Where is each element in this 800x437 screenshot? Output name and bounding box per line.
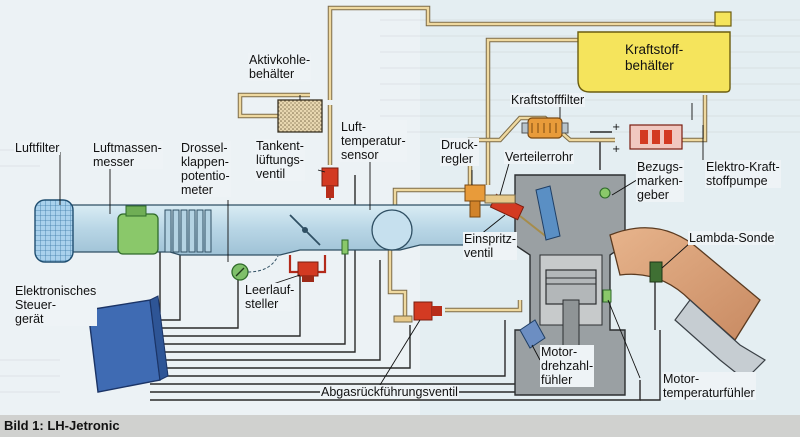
fuel-filter-icon (521, 117, 569, 139)
label-steuergeraet: Elektronisches Steuer- gerät (14, 284, 98, 326)
label-kraftstofffilter: Kraftstofffilter (510, 93, 586, 107)
idle-actuator-icon (288, 255, 327, 282)
fuel-pump-icon: + + (612, 122, 683, 155)
throttle-potentiometer-icon (231, 255, 279, 281)
label-aktivkohlebehaelter: Aktivkohle- behälter (248, 53, 312, 81)
label-druckregler: Druck- regler (440, 138, 479, 166)
carbon-canister-icon (277, 99, 323, 133)
air-filter-icon (34, 199, 74, 263)
air-intake-duct (59, 204, 561, 256)
label-lambdasonde: Lambda-Sonde (688, 231, 776, 245)
label-motordrehzahlfuehler: Motor- drehzahl- fühler (540, 345, 595, 387)
label-verteilerrohr: Verteilerrohr (504, 150, 575, 164)
label-bezugsmarkengeber: Bezugs- marken- geber (636, 160, 684, 202)
figure-caption: Bild 1: LH-Jetronic (4, 418, 120, 433)
pressure-regulator-icon (464, 184, 486, 218)
exhaust-manifold-icon (609, 227, 766, 381)
label-drosselklappenpotentiometer: Drossel- klappen- potentio- meter (180, 141, 231, 197)
engine-speed-sensor-icon (519, 319, 546, 349)
label-luftfilter: Luftfilter (14, 141, 61, 155)
label-elektrokraftstoffpumpe: Elektro-Kraft- stoffpumpe (705, 160, 781, 188)
label-kraftstoffbehaelter: Kraftstoff- behälter (625, 42, 684, 73)
fuel-rail-icon (484, 194, 516, 204)
egr-valve-icon (393, 301, 442, 323)
throttle-valve-icon (289, 214, 321, 246)
injector-icon (489, 185, 561, 241)
reference-mark-sensor-icon (599, 187, 611, 199)
lambda-sensor-icon (649, 261, 663, 283)
mass-airflow-sensor-icon (117, 205, 159, 255)
ecu-icon (87, 295, 169, 393)
air-temperature-sensor-icon (341, 239, 349, 255)
label-einspritzventil: Einspritz- ventil (463, 232, 518, 260)
label-lufttemperatursensor: Luft- temperatur- sensor (340, 120, 407, 162)
piston-icon (545, 269, 597, 351)
label-abgasrueckfuehrungsventil: Abgasrückführungsventil (320, 385, 459, 399)
svg-text:+: + (612, 122, 620, 133)
engine-temperature-sensor-icon (602, 289, 612, 303)
label-luftmassenmesser: Luftmassen- messer (92, 141, 163, 169)
svg-text:+: + (612, 144, 620, 155)
fuel-tank-icon (577, 11, 732, 93)
label-motortemperaturfuehler: Motor- temperaturfühler (662, 372, 756, 400)
purge-valve-icon (321, 167, 339, 198)
label-tankentlueftungsventil: Tankent- lüftungs- ventil (255, 139, 305, 181)
label-leerlaufsteller: Leerlauf- steller (244, 283, 296, 311)
